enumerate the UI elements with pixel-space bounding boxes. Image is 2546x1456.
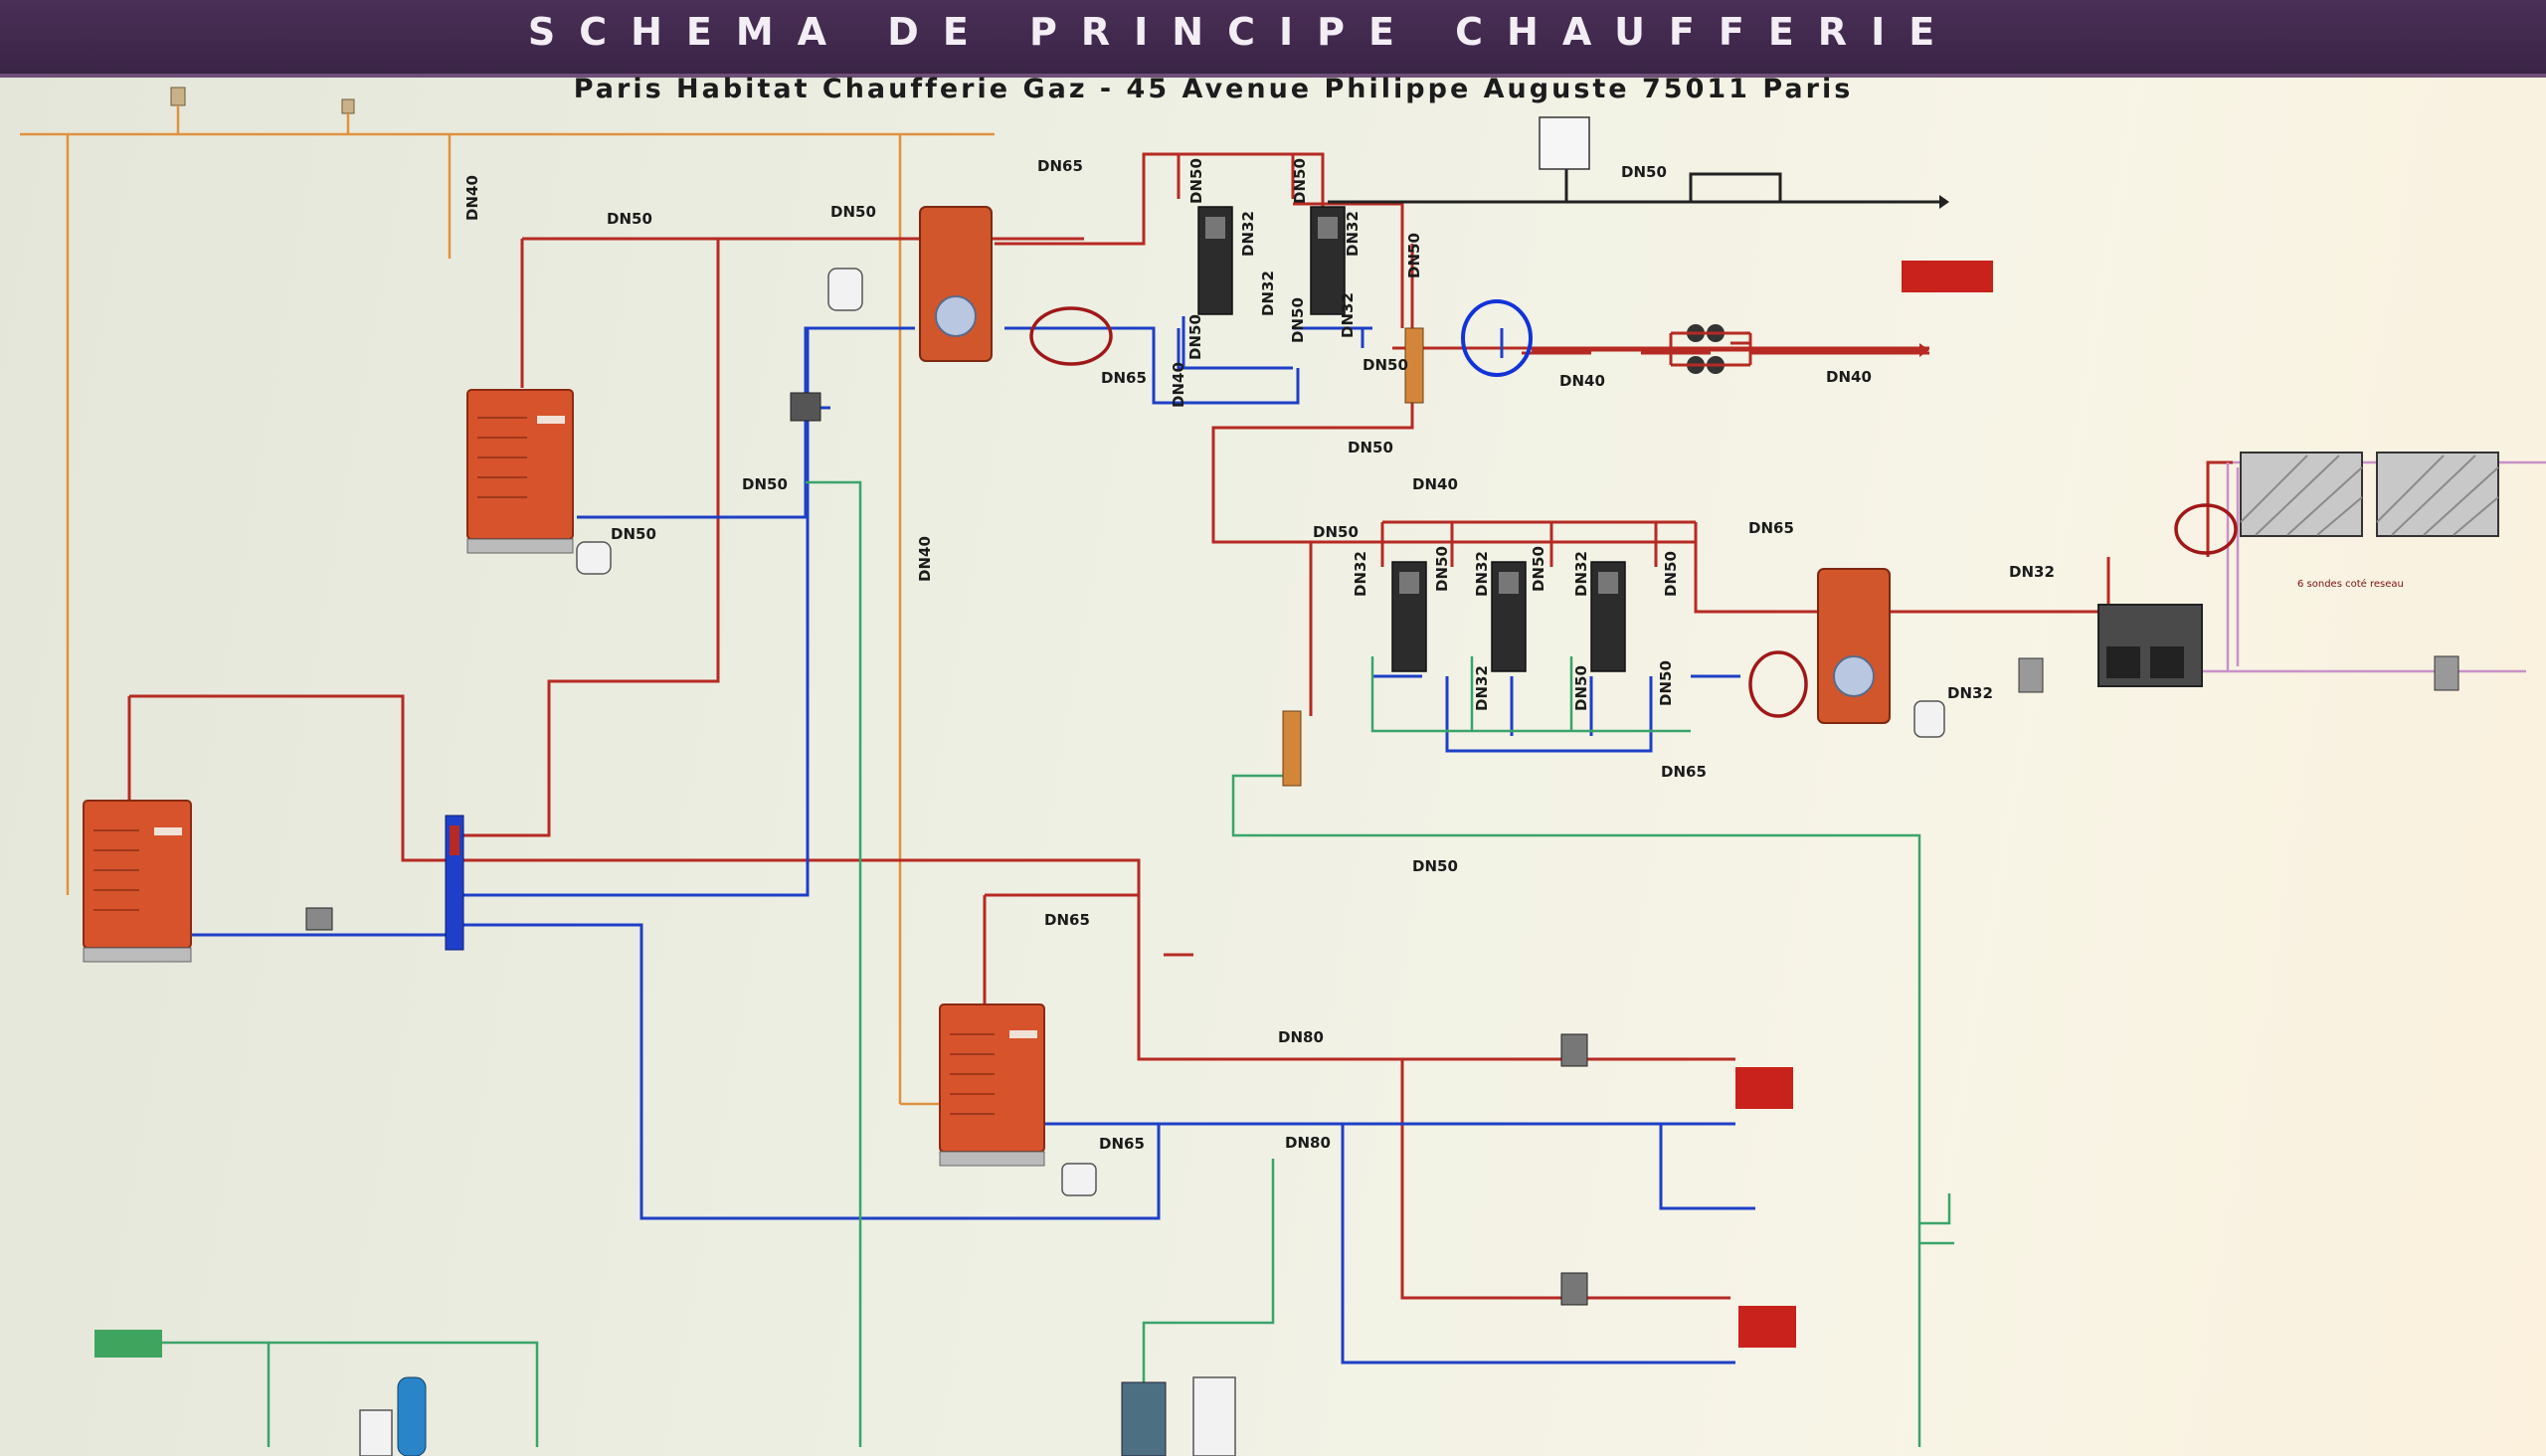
v-label: DN32 [1572,551,1590,597]
cold-water-network [119,480,1954,1447]
v-label: DN50 [1530,546,1547,592]
pipe-label: DN65 [1037,157,1083,175]
v-label: DN50 [1662,551,1680,597]
pipe-label: DN80 [1285,1134,1331,1152]
annotation-marks [1029,299,2238,718]
pipe-label: DN50 [830,203,876,221]
collector-main [445,815,464,951]
v-label: DN32 [1339,292,1357,338]
pipe-label: DN50 [1412,857,1458,875]
exchanger-group-mid [1391,561,1626,672]
pipe-label: DN50 [1621,163,1667,181]
pipe-label: DN40 [916,536,934,582]
solar-panels [2240,452,2499,537]
boiler-2 [83,800,192,963]
plate-exchanger [2097,604,2203,687]
v-label: DN50 [1405,233,1423,278]
pumps [305,324,2459,1306]
collector-right [1282,327,1424,787]
v-label: DN50 [1433,546,1451,592]
pipe-label: DN40 [463,175,481,221]
expansion-vessels [359,268,1945,1456]
exchanger-group-top [1182,206,1346,370]
title-banner: SCHEMA DE PRINCIPE CHAUFFERIE [0,0,2546,78]
tag-boxes [94,261,1993,1358]
gas-network [20,87,995,1106]
v-label: DN50 [1657,660,1675,706]
pipe-label: DN40 [1559,372,1605,390]
pipe-label: DN50 [1313,523,1359,541]
sondes-note: 6 sondes coté reseau [2297,578,2404,590]
pipe-labels: DN50 DN50 DN65 DN50 DN50 DN65 DN50 DN40 … [607,157,2055,1153]
pipe-label: DN50 [1363,356,1408,374]
v-label: DN32 [1473,665,1491,711]
v-label: DN32 [1473,551,1491,597]
pipe-label: DN40 [1412,475,1458,493]
exhaust-line [1328,116,1949,357]
pipe-label: DN50 [611,525,656,543]
boiler-1 [466,389,574,554]
v-label: DN32 [1352,551,1369,597]
v-label: DN32 [1239,211,1257,257]
vertical-pipe-labels: DN40 DN40 DN50 DN32 DN50 DN32 DN50 DN50 … [463,158,1680,711]
storage-tank-1 [919,206,993,362]
boiler-3 [939,1003,1045,1167]
pipe-label: DN65 [1661,763,1707,781]
pipe-label: DN32 [2009,563,2055,581]
vent-box [1539,116,1590,170]
page-title: SCHEMA DE PRINCIPE CHAUFFERIE [527,10,1959,54]
v-label: DN50 [1291,158,1309,204]
pipe-label: DN65 [1748,519,1794,537]
pipe-label: DN50 [742,475,788,493]
v-label: DN50 [1572,665,1590,711]
v-label: DN32 [1344,211,1362,257]
pipe-label: DN50 [1348,439,1393,456]
pipe-label: DN65 [1099,1135,1145,1153]
pipe-label: DN40 [1170,362,1187,408]
pipe-label: DN40 [1826,368,1872,386]
return-network [189,326,1755,1365]
page-subtitle: Paris Habitat Chaufferie Gaz - 45 Avenue… [573,74,1854,104]
storage-tank-2 [1817,568,1891,724]
v-label: DN50 [1186,314,1204,360]
v-label: DN50 [1187,158,1205,204]
pipe-label: DN50 [607,210,652,228]
pipe-label: DN65 [1101,369,1147,387]
v-label: DN50 [1289,297,1307,343]
v-label: DN32 [1259,271,1277,316]
pipe-label: DN65 [1044,911,1090,929]
pipe-label: DN32 [1947,684,1993,702]
pipe-label: DN80 [1278,1028,1324,1046]
